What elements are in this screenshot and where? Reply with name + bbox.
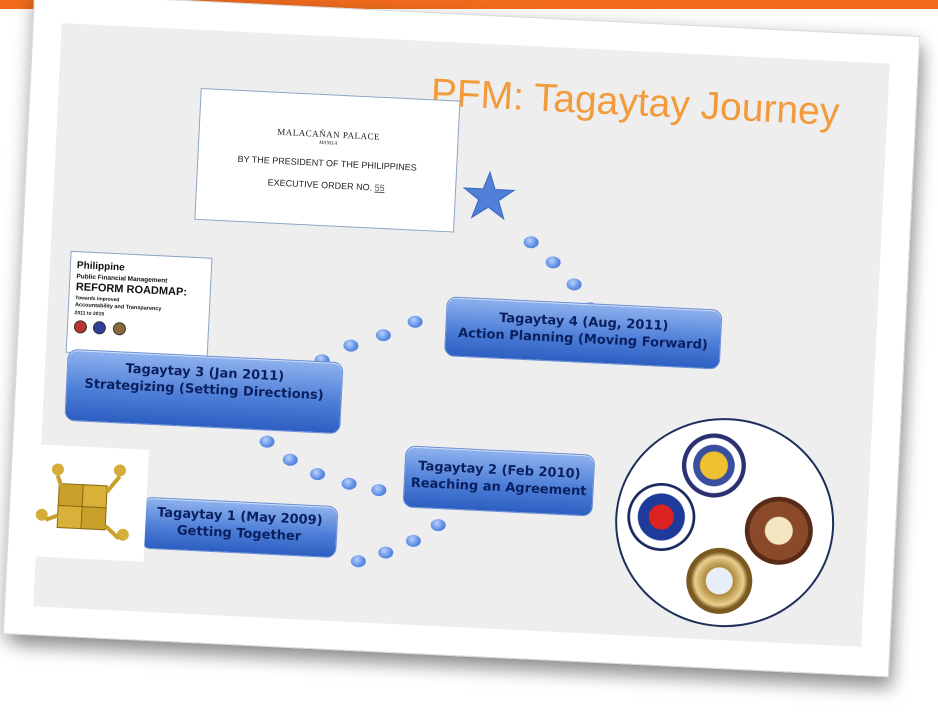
roadmap-line6: 2011 to 2015 [74,310,105,318]
seal-icon [112,321,127,336]
seal-icon [73,320,88,334]
eo-order-label: EXECUTIVE ORDER NO. [267,177,373,193]
eo-order-line: EXECUTIVE ORDER NO. 55 [197,174,455,197]
star-icon [462,170,516,221]
milestone-tagaytay-3: Tagaytay 3 (Jan 2011) Strategizing (Sett… [64,348,344,435]
commission-on-audit-seal-icon [680,431,748,500]
roadmap-line1: Philippine [76,260,125,274]
department-of-finance-seal-icon [743,495,815,567]
top-accent-bar [0,0,938,9]
budget-and-management-seal-icon [625,481,697,553]
puzzle-people-icon [25,444,150,562]
bureau-of-treasury-seal-icon [684,546,754,616]
roadmap-seals [73,320,128,341]
executive-order-document: MALACAÑAN PALACE MANILA BY THE PRESIDENT… [194,87,461,233]
seal-icon [93,321,107,335]
milestone-tagaytay-1: Tagaytay 1 (May 2009) Getting Together [140,496,339,559]
roadmap-cover: Philippine Public Financial Management R… [65,250,213,360]
eo-order-number: 55 [374,182,385,194]
slide-photo: PFM: Tagaytay Journey MALACAÑAN PALACE M… [2,0,921,678]
eo-president-line: BY THE PRESIDENT OF THE PHILIPPINES [237,153,418,173]
milestone-tagaytay-2: Tagaytay 2 (Feb 2010) Reaching an Agreem… [402,445,596,517]
